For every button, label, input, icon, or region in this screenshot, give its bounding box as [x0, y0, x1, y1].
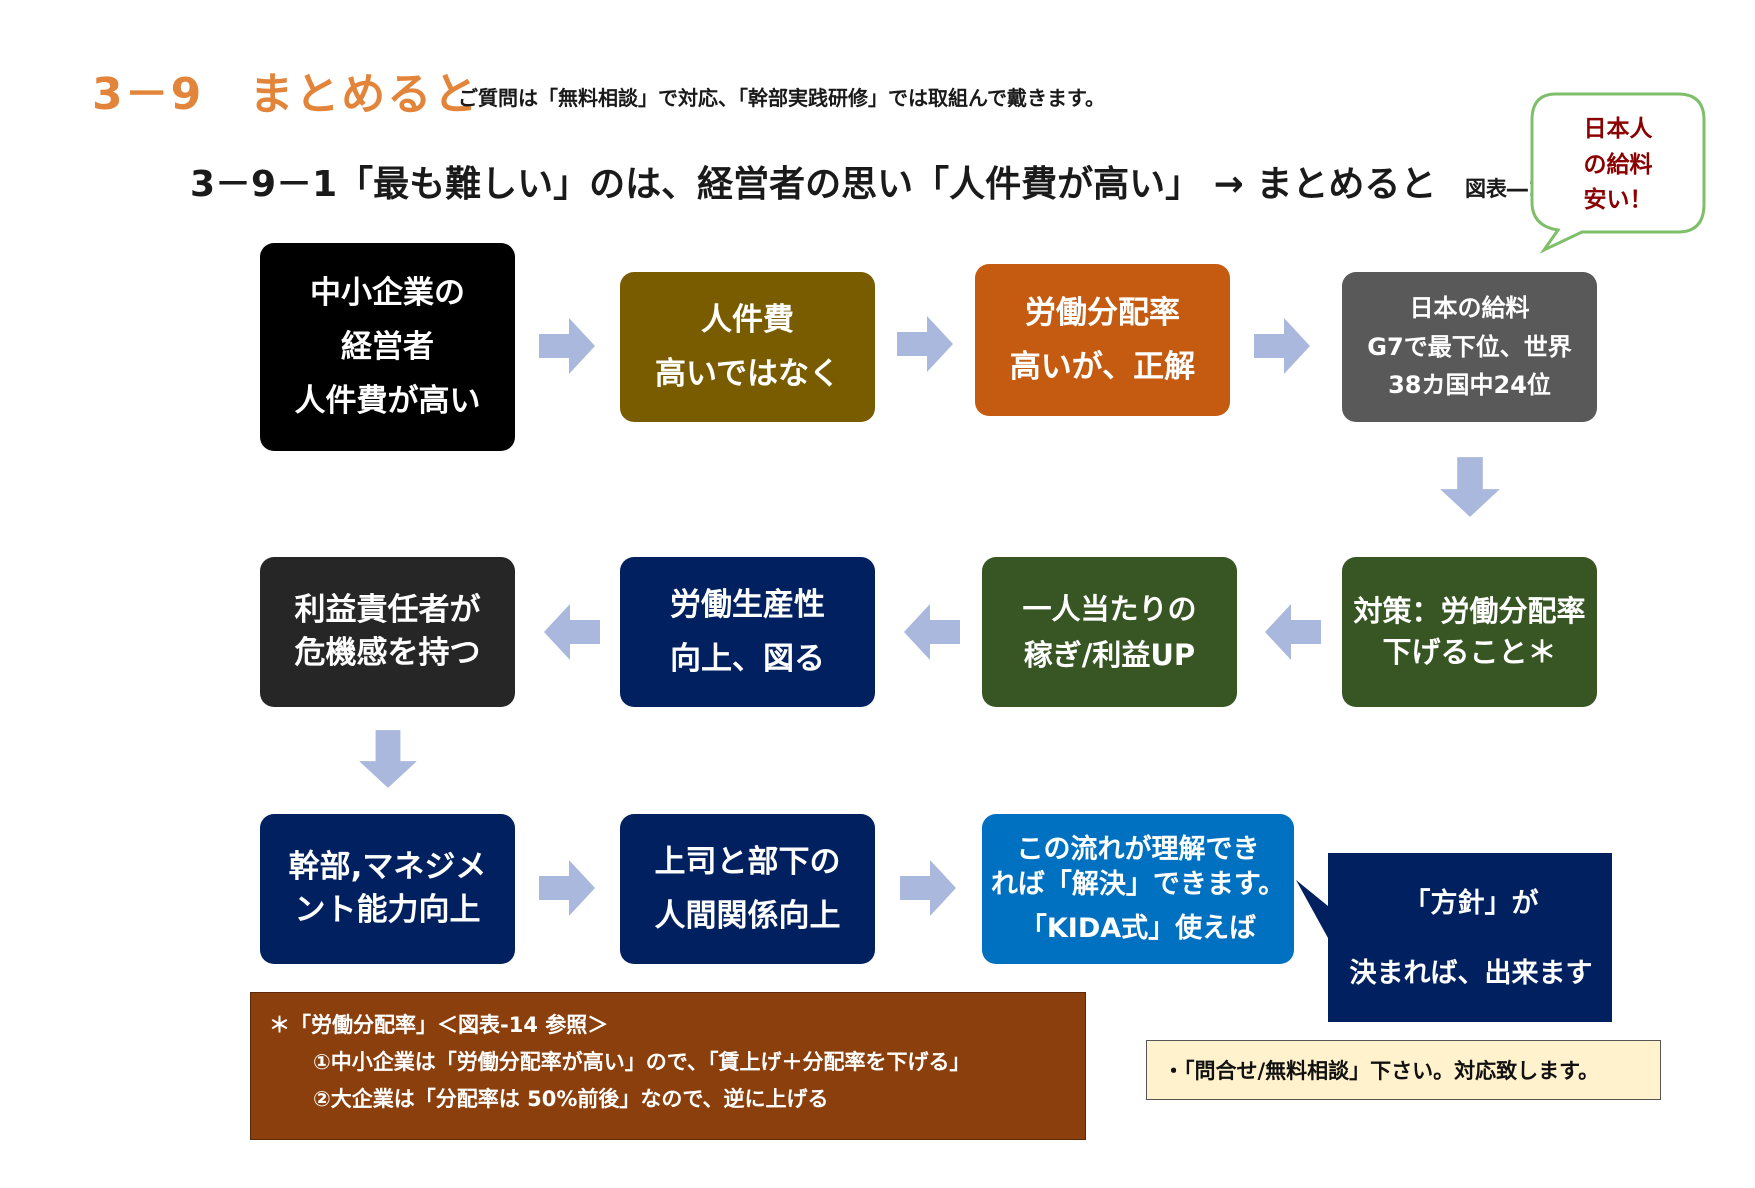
diagram-subtitle: 3－9－1「最も難しい」のは、経営者の思い「人件費が高い」 → まとめると 図表…: [190, 155, 1557, 207]
section-note: ご質問は「無料相談」で対応、「幹部実践研修」では取組んで戴きます。: [458, 86, 1105, 110]
box-line: この流れが理解でき: [1016, 834, 1260, 866]
arrow-right-icon: [895, 314, 955, 374]
subtitle-text: 3－9－1「最も難しい」のは、経営者の思い「人件費が高い」 → まとめると: [190, 164, 1437, 205]
callout-policy-text: 「方針」が 決まれば、出来ます: [1330, 855, 1612, 1023]
arrow-down-icon: [356, 728, 420, 790]
box-countermeasure: 対策：労働分配率 下げること＊: [1342, 557, 1597, 707]
box-kida-method: この流れが理解でき れば「解決」できます。 「KIDA式」使えば: [982, 814, 1294, 964]
arrow-down-icon: [1438, 452, 1502, 522]
box-line: 中小企業の: [310, 274, 465, 311]
box-line: 労働生産性: [670, 586, 825, 623]
box-line: 高いではなく: [654, 356, 841, 392]
box-line: 人件費: [701, 301, 794, 338]
box-line: 利益責任者が: [294, 591, 481, 628]
callout-top-line: 安い！: [1583, 187, 1653, 214]
box-line: ント能力向上: [294, 892, 481, 928]
arrow-left-icon: [902, 602, 962, 662]
policy-line: 決まれば、出来ます: [1349, 958, 1593, 989]
policy-line: 「方針」が: [1403, 887, 1539, 919]
footnote-item: ②大企業は「分配率は 50%前後」なので、逆に上げる: [313, 1086, 829, 1111]
box-line: G7で最下位、世界: [1367, 332, 1572, 361]
section-title: 3－9 まとめると: [92, 69, 480, 120]
arrow-left-icon: [1263, 602, 1323, 662]
box-crisis-awareness: 利益責任者が 危機感を持つ: [260, 557, 515, 707]
footnote-title: ＊「労働分配率」＜図表-14 参照＞: [269, 1013, 609, 1037]
box-line: 下げること＊: [1382, 635, 1557, 669]
arrow-left-icon: [542, 602, 602, 662]
box-line: 対策：労働分配率: [1353, 594, 1586, 629]
box-labor-share: 労働分配率 高いが、正解: [975, 264, 1230, 416]
box-relationships: 上司と部下の 人間関係向上: [620, 814, 875, 964]
arrow-right-icon: [537, 316, 597, 376]
callout-top-line: 日本人: [1583, 116, 1653, 142]
box-line: 一人当たりの: [1022, 591, 1197, 626]
box-line: 危機感を持つ: [294, 635, 481, 671]
arrow-right-icon: [537, 858, 597, 918]
arrow-right-icon: [1252, 316, 1312, 376]
box-management-skills: 幹部,マネジメ ント能力向上: [260, 814, 515, 964]
box-line: 経営者: [341, 328, 434, 365]
footnote-box: ＊「労働分配率」＜図表-14 参照＞ ①中小企業は「労働分配率が高い」ので、「賃…: [250, 992, 1086, 1140]
box-sme-manager: 中小企業の 経営者 人件費が高い: [260, 243, 515, 451]
callout-policy-shape: [1296, 853, 1612, 1022]
box-line: 人件費が高い: [294, 383, 481, 420]
box-line: 高いが、正解: [1009, 349, 1196, 385]
contact-box: ・「問合せ/無料相談」下さい。対応致します。: [1146, 1040, 1661, 1100]
box-japan-wages: 日本の給料 G7で最下位、世界 38カ国中24位: [1342, 272, 1597, 422]
callout-bubble-top: [1530, 92, 1706, 254]
box-line: 上司と部下の: [654, 843, 841, 880]
box-line: 労働分配率: [1025, 294, 1180, 331]
box-line: 「KIDA式」使えば: [1019, 912, 1257, 944]
box-profit-per-person: 一人当たりの 稼ぎ/利益UP: [982, 557, 1237, 707]
box-line: 日本の給料: [1409, 294, 1530, 323]
arrow-right-icon: [898, 858, 958, 918]
box-line: 向上、図る: [670, 641, 825, 677]
box-line: 38カ国中24位: [1388, 371, 1551, 400]
callout-top-line: の給料: [1583, 151, 1653, 178]
box-line: 稼ぎ/利益UP: [1023, 638, 1196, 672]
box-line: 人間関係向上: [654, 898, 841, 934]
callout-top-text: 日本人 の給料 安い！: [1548, 112, 1688, 219]
box-line: 幹部,マネジメ: [288, 848, 487, 885]
box-line: れば「解決」できます。: [990, 869, 1286, 901]
box-productivity: 労働生産性 向上、図る: [620, 557, 875, 707]
box-labor-cost: 人件費 高いではなく: [620, 272, 875, 422]
footnote-item: ①中小企業は「労働分配率が高い」ので、「賃上げ＋分配率を下げる」: [313, 1049, 971, 1074]
